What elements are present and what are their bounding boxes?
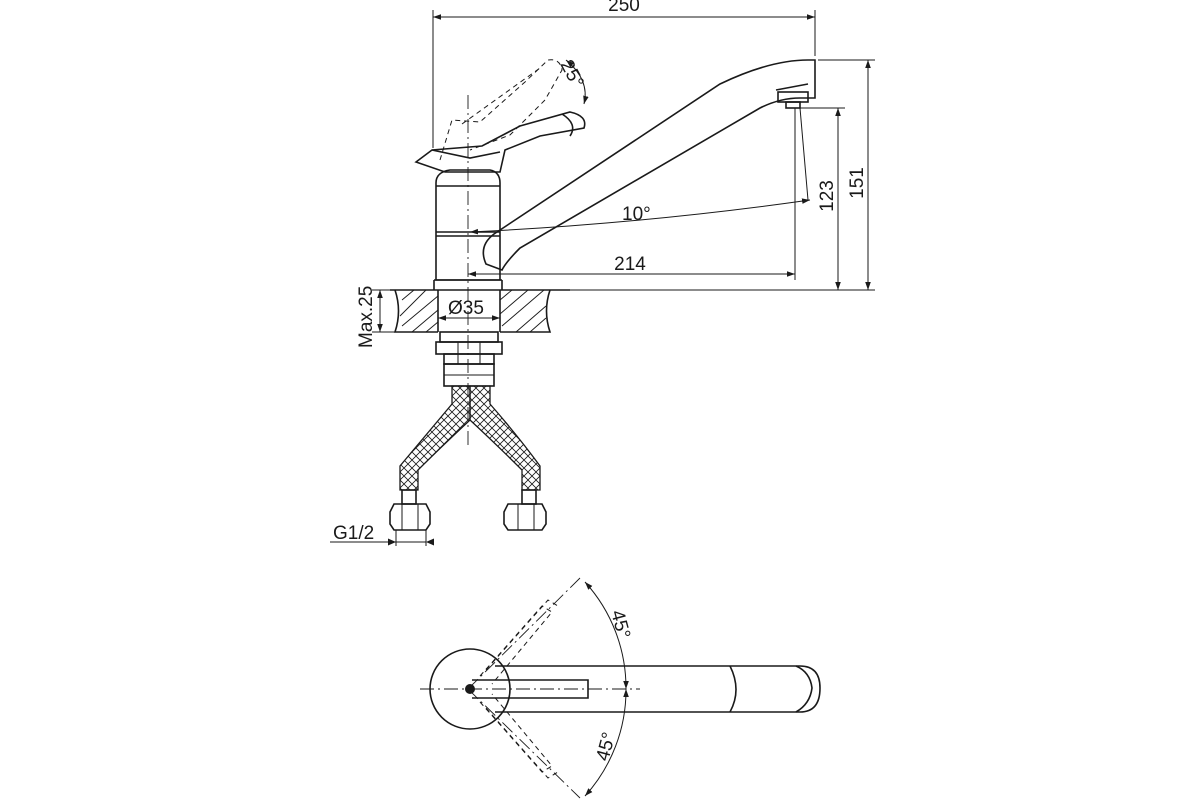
dim-total-height: 151 [570,59,875,291]
dim-spout-height: 123 [800,107,845,290]
lever-raised-position [439,59,563,161]
label-total-width: 250 [608,0,640,16]
lever-handle [414,111,586,173]
dim-base-diameter: Ø35 [438,298,500,321]
countertop-section [390,289,570,333]
top-view: 45° 45° [420,577,821,799]
label-countertop-thickness: Max.25 [356,286,377,348]
spout-top [495,665,821,713]
angle-lever-tilt: 25° [556,56,589,105]
label-thread: G1/2 [333,523,374,544]
label-lever-swing-left: 45° [606,608,634,641]
spout [482,59,816,272]
label-spout-reach: 214 [614,254,646,275]
label-spout-height: 123 [817,180,838,212]
label-lever-swing-right: 45° [593,730,621,763]
mounting-shank [435,331,503,387]
dim-countertop-thickness: Max.25 [356,286,395,348]
angle-spout-tilt: 10° [469,107,811,235]
dim-spout-reach: 214 [468,108,796,280]
dim-thread: G1/2 [330,523,434,546]
lever-swing-positions [479,599,559,779]
label-total-height: 151 [847,167,868,199]
flexible-hoses [389,385,547,531]
label-spout-tilt: 10° [622,204,651,225]
label-lever-tilt: 25° [556,56,588,91]
dim-total-width: 250 [432,0,816,148]
side-view: 250 214 123 151 10° [330,0,875,546]
label-base-diameter: Ø35 [448,298,484,319]
